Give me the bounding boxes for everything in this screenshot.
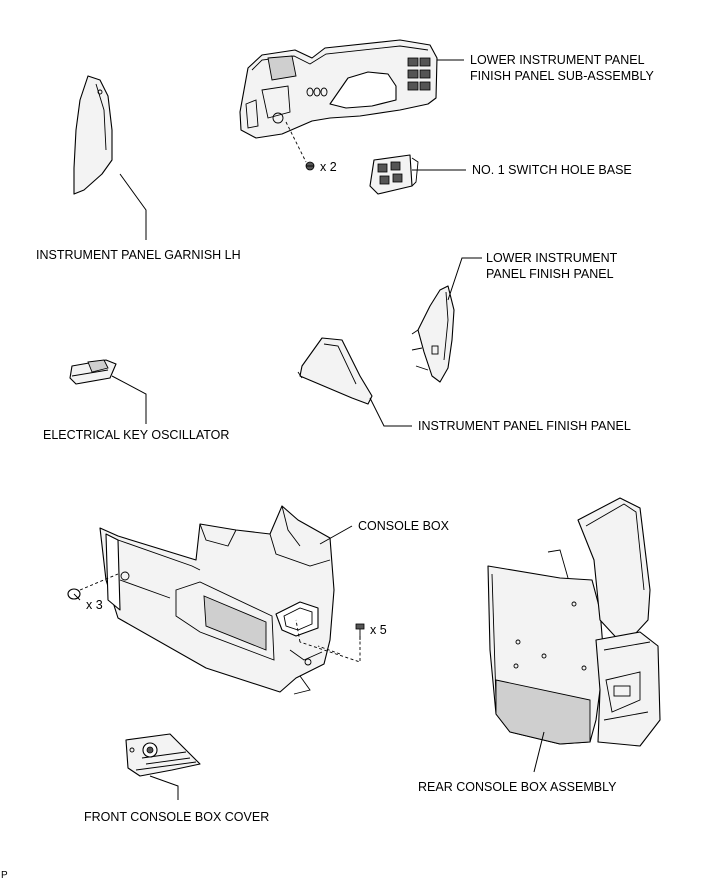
- leader-console-box: [319, 525, 353, 545]
- qty-clip-left: x 3: [86, 598, 103, 612]
- instrument-panel-garnish-lh: [73, 75, 113, 195]
- label-lower-finish-sub-line1: LOWER INSTRUMENT PANEL: [470, 53, 645, 67]
- lower-instrument-panel-finish-panel: [411, 285, 455, 383]
- qty-screw-right: x 5: [370, 623, 387, 637]
- label-switch-hole-base: NO. 1 SWITCH HOLE BASE: [472, 163, 632, 177]
- leader-lower-finish-panel: [447, 257, 482, 301]
- qty-clip-top: x 2: [320, 160, 337, 174]
- front-console-box-cover: [125, 733, 201, 777]
- corner-mark: P: [1, 870, 8, 881]
- label-key-oscillator: ELECTRICAL KEY OSCILLATOR: [43, 428, 229, 442]
- label-instrument-finish-panel: INSTRUMENT PANEL FINISH PANEL: [418, 419, 631, 433]
- leader-garnish-lh: [119, 173, 147, 240]
- leader-front-console-cover: [149, 775, 179, 800]
- leader-instrument-finish-panel: [369, 397, 412, 427]
- instrument-panel-finish-panel: [297, 337, 373, 405]
- console-box: [99, 505, 335, 695]
- label-lower-finish-line2: PANEL FINISH PANEL: [486, 267, 614, 281]
- clip-icon: [305, 161, 315, 171]
- screw-path-right: [295, 619, 361, 663]
- lower-instrument-panel-finish-sub-assembly: [239, 39, 444, 139]
- clip-icon-left: [67, 588, 81, 601]
- leader-rear-console-box: [533, 731, 545, 773]
- label-lower-finish-sub-line2: FINISH PANEL SUB-ASSEMBLY: [470, 69, 655, 83]
- label-garnish-lh: INSTRUMENT PANEL GARNISH LH: [36, 248, 241, 262]
- label-rear-console-box: REAR CONSOLE BOX ASSEMBLY: [418, 780, 617, 794]
- screw-icon: [355, 623, 365, 640]
- electrical-key-oscillator: [69, 359, 117, 385]
- leader-key-oscillator: [111, 375, 147, 424]
- clip-path-top: [285, 121, 307, 163]
- label-front-console-cover: FRONT CONSOLE BOX COVER: [84, 810, 269, 824]
- rear-console-box-assembly: [487, 497, 661, 747]
- clip-path-left: [79, 573, 119, 591]
- label-lower-finish-line1: LOWER INSTRUMENT: [486, 251, 618, 265]
- label-console-box: CONSOLE BOX: [358, 519, 450, 533]
- no1-switch-hole-base: [369, 154, 419, 195]
